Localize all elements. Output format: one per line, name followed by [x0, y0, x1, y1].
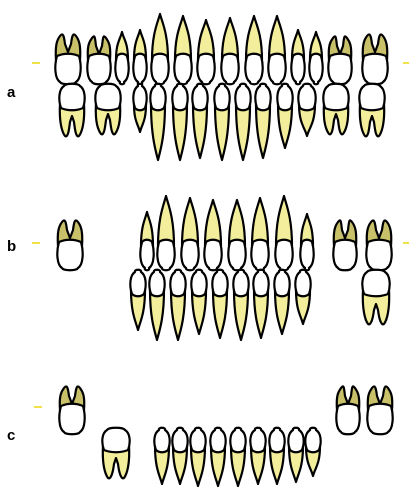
panel-a-upper-tooth-4 [133, 30, 146, 84]
panel-b-upper-tooth-4 [181, 198, 198, 270]
panel-c-dentition [59, 386, 392, 486]
panel-b-lower-tooth-3 [170, 270, 185, 340]
panel-c-lower-tooth-7 [250, 428, 265, 484]
panel-a-upper-tooth-3 [115, 32, 128, 84]
panel-b-upper-arch [57, 196, 391, 270]
panel-b-upper-tooth-11 [366, 220, 391, 270]
panel-a-upper-tooth-1 [55, 34, 80, 84]
panel-a-upper-tooth-10 [268, 16, 285, 84]
panel-c-lower-tooth-5 [210, 428, 225, 486]
panel-b-upper-tooth-7 [251, 198, 268, 270]
panel-c-lower-arch [102, 428, 320, 486]
panel-b-dentition [57, 196, 391, 340]
panel-c-lower-tooth-10 [305, 428, 320, 476]
panel-b-lower-tooth-9 [295, 270, 310, 324]
panel-a-lower-tooth-7 [214, 84, 229, 160]
panel-b-lower-tooth-7 [253, 270, 268, 338]
panel-c-upper-tooth-3 [367, 386, 392, 434]
panel-b-lower-tooth-8 [274, 270, 289, 334]
panel-a-upper-tooth-5 [151, 14, 168, 84]
panel-a-lower-tooth-2 [95, 84, 120, 135]
panel-b-upper-tooth-2 [140, 212, 153, 270]
panel-c-lower-tooth-6 [230, 428, 245, 486]
panel-a-lower-tooth-13 [359, 84, 384, 137]
panel-b-upper-tooth-5 [204, 200, 221, 270]
panel-c-lower-tooth-2 [154, 428, 169, 484]
panel-c-lower-tooth-9 [288, 428, 303, 482]
panel-a-lower-tooth-8 [235, 84, 250, 160]
panel-b-upper-tooth-9 [300, 214, 313, 270]
panel-a-upper-tooth-13 [328, 36, 351, 84]
panel-c-lower-tooth-1 [102, 428, 129, 479]
panel-a-lower-tooth-1 [59, 84, 84, 137]
panel-b-lower-tooth-2 [149, 270, 164, 340]
panel-a-lower-tooth-12 [323, 84, 348, 135]
panel-a-dentition [55, 14, 387, 160]
panel-c-lower-tooth-4 [190, 428, 205, 486]
panel-a-lower-tooth-5 [172, 84, 187, 160]
panel-b-lower-tooth-1 [130, 270, 145, 330]
panel-b-upper-tooth-10 [333, 220, 356, 270]
panel-b-lower-arch [130, 270, 389, 340]
panel-b-lower-tooth-4 [191, 270, 206, 334]
panel-b-lower-tooth-5 [212, 270, 227, 338]
panel-b-upper-tooth-6 [228, 200, 245, 270]
panel-b-lower-tooth-10 [362, 270, 389, 325]
panel-a-lower-tooth-11 [298, 84, 315, 136]
panel-a-upper-tooth-14 [362, 34, 387, 84]
panel-a-lower-tooth-9 [255, 84, 270, 158]
panel-a-upper-tooth-12 [309, 32, 322, 84]
panel-a-lower-tooth-4 [150, 84, 165, 160]
panel-label-a: a [7, 84, 16, 101]
panel-b-upper-tooth-8 [275, 196, 292, 270]
panel-a-upper-tooth-7 [197, 20, 214, 84]
panel-b-lower-tooth-6 [233, 270, 248, 340]
panel-b-upper-tooth-1 [57, 220, 82, 270]
panel-b-upper-tooth-3 [157, 196, 174, 270]
panel-a-upper-tooth-11 [291, 30, 304, 84]
panel-a-upper-arch [55, 14, 387, 84]
panel-label-b: b [7, 238, 16, 255]
panel-a-upper-tooth-9 [245, 16, 262, 84]
panel-c-upper-arch [59, 386, 392, 434]
panel-a-upper-tooth-2 [87, 36, 110, 84]
panel-c-upper-tooth-2 [336, 386, 359, 434]
panel-a-upper-tooth-6 [174, 16, 191, 84]
panel-a-lower-tooth-10 [277, 84, 292, 148]
panel-c-upper-tooth-1 [59, 386, 84, 434]
panel-a-upper-tooth-8 [221, 18, 238, 84]
panel-label-c: c [7, 427, 15, 444]
panel-a-lower-tooth-3 [133, 84, 146, 132]
panel-a-lower-tooth-6 [192, 84, 207, 158]
panel-c-lower-tooth-8 [269, 428, 284, 484]
panel-c-lower-tooth-3 [172, 428, 187, 484]
panel-a-lower-arch [59, 84, 384, 160]
